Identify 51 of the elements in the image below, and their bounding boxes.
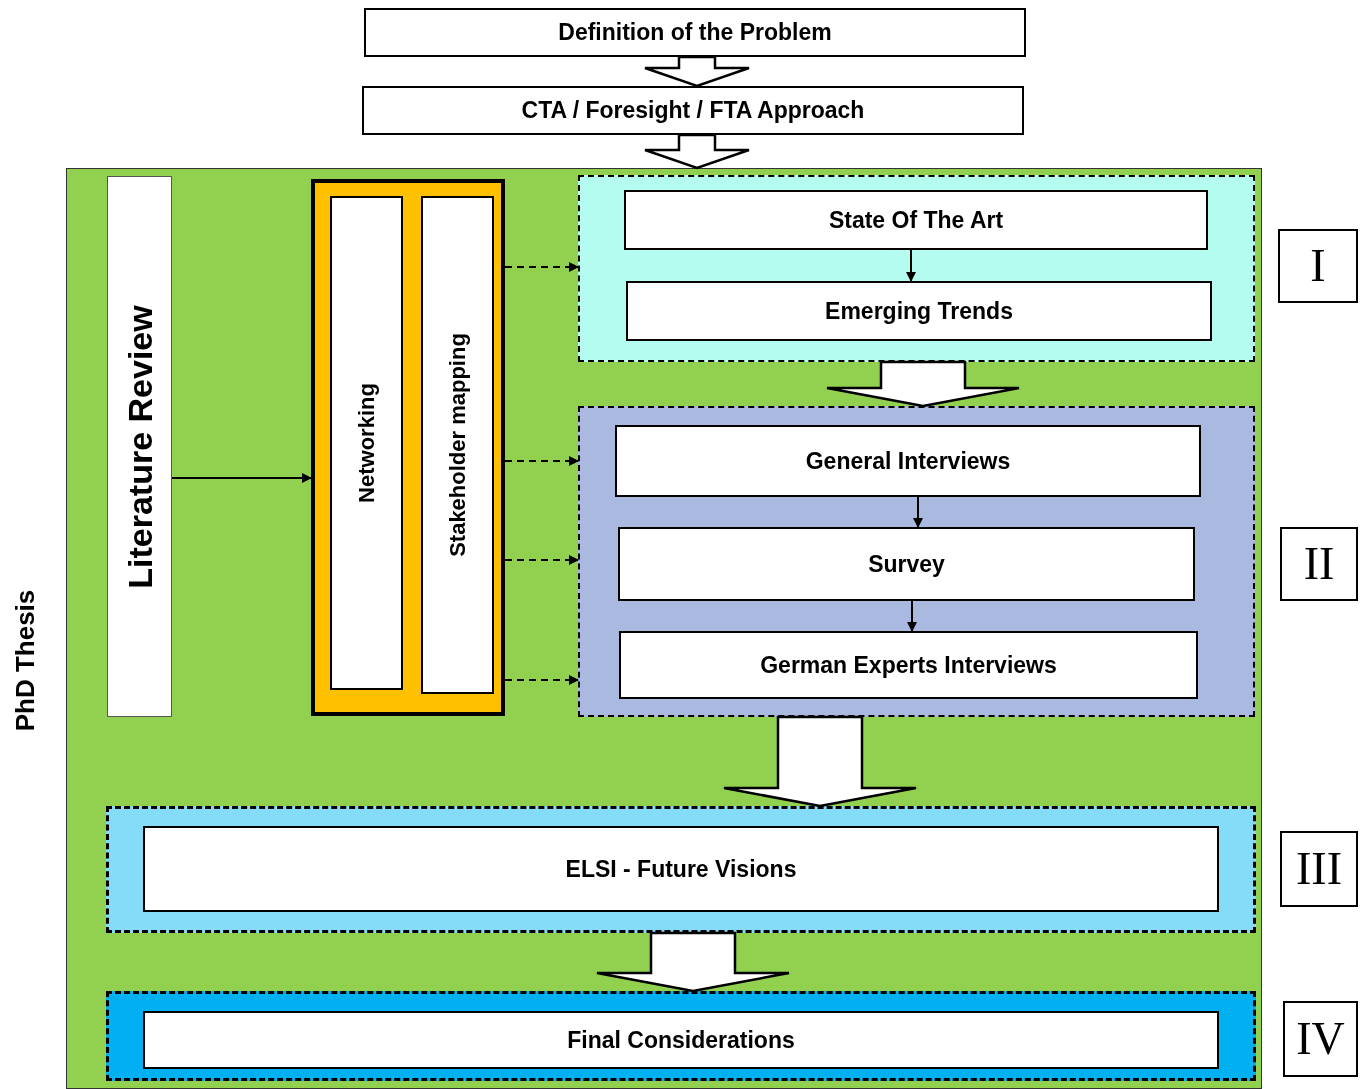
process-box: [143, 1011, 1219, 1069]
block-arrow: [722, 715, 918, 808]
process-box: [362, 86, 1024, 135]
panel-heading: PhD Thesis: [8, 589, 41, 732]
method-panel: [311, 179, 505, 716]
box-label: Stakeholder mapping: [446, 333, 469, 557]
box-label: I: [1310, 243, 1326, 289]
arrow: [171, 473, 312, 483]
box-label: Emerging Trends: [825, 299, 1013, 323]
phase-number-box: [1278, 229, 1358, 303]
phase-panel: [578, 175, 1255, 362]
box-label: IV: [1296, 1016, 1345, 1062]
phase-number-box: [1280, 527, 1358, 601]
box-label: II: [1303, 541, 1335, 587]
arrow: [906, 249, 916, 282]
process-box: [618, 527, 1195, 601]
block-arrow: [825, 360, 1021, 408]
box-label: III: [1296, 846, 1342, 892]
process-box: [626, 281, 1212, 341]
process-box: [615, 425, 1201, 497]
process-box: [421, 196, 494, 694]
process-box: [624, 190, 1208, 250]
process-box: [143, 826, 1219, 912]
box-label: German Experts Interviews: [760, 653, 1057, 677]
box-label: Definition of the Problem: [558, 21, 832, 44]
process-box: [107, 176, 172, 717]
phase-number-box: [1283, 1001, 1358, 1077]
process-box: [619, 631, 1198, 699]
block-arrow: [643, 55, 751, 88]
block-arrow: [595, 931, 791, 993]
box-label: Literature Review: [122, 304, 157, 589]
arrow: [504, 456, 579, 466]
box-label: General Interviews: [805, 449, 1011, 473]
phase-panel: [106, 991, 1256, 1081]
arrow: [913, 496, 923, 528]
box-label: State Of The Art: [828, 208, 1004, 232]
block-arrow: [643, 133, 751, 170]
box-label: Final Considerations: [567, 1028, 795, 1052]
arrow: [504, 675, 579, 685]
box-label: ELSI - Future Visions: [565, 857, 797, 881]
process-box: [330, 196, 403, 690]
arrow: [504, 555, 579, 565]
arrow: [907, 600, 917, 632]
arrow: [504, 262, 579, 272]
process-box: [364, 8, 1026, 57]
phase-panel: [106, 806, 1256, 933]
phase-number-box: [1280, 831, 1358, 907]
box-label: CTA / Foresight / FTA Approach: [521, 99, 865, 122]
phase-panel: [578, 406, 1255, 717]
box-label: Networking: [355, 383, 378, 503]
box-label: Survey: [868, 552, 945, 576]
